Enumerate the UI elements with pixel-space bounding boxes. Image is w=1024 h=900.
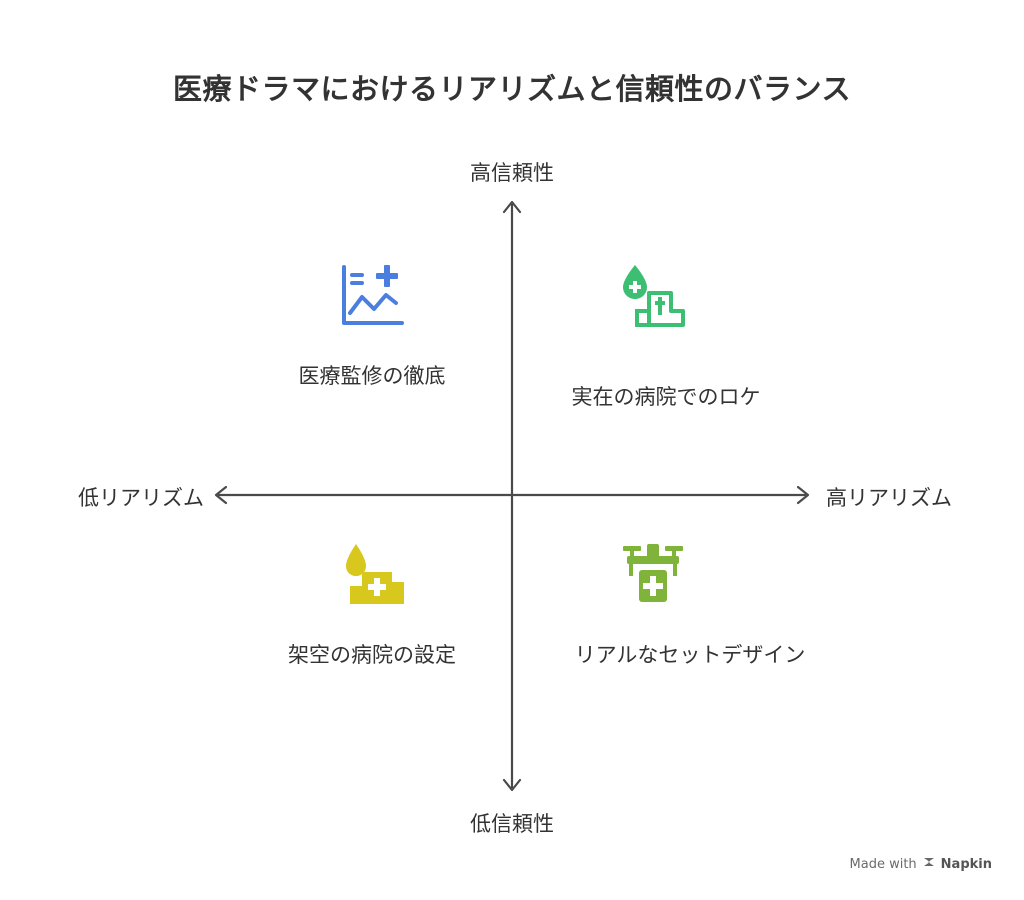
quadrant-label-medical-supervision: 医療監修の徹底 bbox=[298, 364, 446, 388]
medical-chart-icon bbox=[340, 263, 404, 327]
axis-label-high-realism: 高リアリズム bbox=[826, 486, 952, 510]
drone-medical-icon bbox=[621, 542, 685, 606]
arrow-up-icon bbox=[502, 200, 522, 214]
brand-label: Napkin bbox=[940, 856, 992, 872]
quadrant-label-fictional-hospital: 架空の病院の設定 bbox=[288, 643, 456, 667]
quadrant-label-real-hospital-location: 実在の病院でのロケ bbox=[571, 385, 761, 409]
arrow-down-icon bbox=[502, 778, 522, 792]
page-title: 医療ドラマにおけるリアリズムと信頼性のバランス bbox=[173, 72, 851, 106]
arrow-right-icon bbox=[796, 485, 810, 505]
axis-label-low-realism: 低リアリズム bbox=[78, 486, 204, 510]
hospital-drop-icon bbox=[621, 263, 685, 327]
footer-watermark: Made with Napkin bbox=[850, 855, 992, 873]
axis-label-low-reliability: 低信頼性 bbox=[470, 812, 554, 836]
made-with-label: Made with bbox=[849, 856, 917, 872]
hospital-drop-icon bbox=[342, 542, 406, 606]
napkin-logo-icon bbox=[922, 855, 936, 873]
arrow-left-icon bbox=[214, 485, 228, 505]
axis-label-high-reliability: 高信頼性 bbox=[470, 161, 554, 185]
quadrant-label-realistic-set-design: リアルなセットデザイン bbox=[574, 643, 806, 667]
